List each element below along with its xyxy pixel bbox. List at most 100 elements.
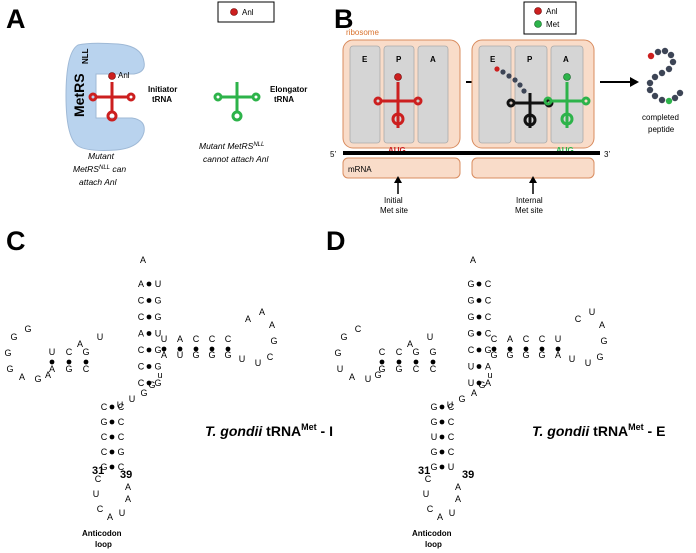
c-junction-2: U <box>97 332 104 342</box>
d-tstem-bot-0: G <box>490 350 497 360</box>
p-site-trna <box>506 93 554 128</box>
c-dstem-top-0: U <box>49 347 56 357</box>
c-acceptor-pair-4 <box>146 347 152 353</box>
legend-b-met: Met <box>546 20 560 29</box>
d-aloop-6: A <box>455 482 461 492</box>
panel-a-legend: Anl <box>217 1 275 23</box>
c-tstem-top-0: U <box>161 334 168 344</box>
internal-site-line1: Internal <box>516 196 543 205</box>
d-acceptor-pair-5 <box>476 364 482 369</box>
d-dloop-1: G <box>340 332 347 342</box>
c-astem-5-3: C <box>101 447 108 457</box>
c-acceptor-pair-3 <box>146 331 152 336</box>
c-acceptor-5-3: A <box>138 329 144 339</box>
completed-peptide-chain <box>646 47 684 105</box>
initiator-label-line1: Initiator <box>148 85 177 94</box>
d-dloop-2: G <box>334 348 341 358</box>
d-acceptor-3-2: C <box>485 312 492 322</box>
c-tloop-0: A <box>245 314 251 324</box>
c-astem-pair-3 <box>109 449 115 455</box>
num-31-d: 31 <box>418 465 430 477</box>
caption-right-line2: cannot attach Anl <box>203 154 269 164</box>
c-dstem-bot-1: G <box>65 364 72 374</box>
d-variable-0: u <box>487 370 492 380</box>
c-dstem-top-2: G <box>82 347 89 357</box>
c-tstem-pair-0 <box>161 346 167 352</box>
c-acceptor-5-6: C <box>138 378 145 388</box>
p-site-initiator-trna <box>373 82 423 128</box>
c-tstem-bot-4: G <box>224 350 231 360</box>
c-acceptor-pair-2 <box>146 314 152 320</box>
d-astem-5-4: G <box>430 462 437 472</box>
d-acceptor-5-5: U <box>468 362 475 372</box>
d-acceptor-pair-0 <box>476 281 482 287</box>
p-site-anl-dot <box>394 73 402 81</box>
d-acceptor-5-3: G <box>467 329 474 339</box>
title-c: T. gondii tRNAMet - I <box>205 422 333 439</box>
d-aloop-0: C <box>425 474 432 484</box>
title-c-species: T. gondii <box>205 423 263 439</box>
num-39-d: 39 <box>462 469 474 481</box>
caption-right-enzyme: Mutant MetRS <box>199 141 254 151</box>
mrna-label: mRNA <box>348 165 372 174</box>
d-tloop-0: C <box>575 314 582 324</box>
c-aloop-4: U <box>119 508 126 518</box>
anticodon-d-line1: Anticodon <box>412 529 452 538</box>
d-dloop-5: U <box>365 374 372 384</box>
caption-left-enzyme: MetRS <box>73 164 99 174</box>
c-tstem-top-2: C <box>193 334 200 344</box>
codon-internal: AUG <box>556 146 574 155</box>
c-tstem-pair-2 <box>193 346 199 352</box>
c-dstem-bot-2: C <box>83 364 90 374</box>
initial-site-line1: Initial <box>384 196 403 205</box>
d-tloop-5: U <box>585 358 592 368</box>
c-tloop-4: C <box>267 352 274 362</box>
d-dstem-bot-0: G <box>378 364 385 374</box>
c-tloop-6: U <box>239 354 246 364</box>
num-39-c: 39 <box>120 469 132 481</box>
c-astem-3-2: C <box>118 432 125 442</box>
d-acceptor-pair-4 <box>476 347 482 353</box>
site-a-1: A <box>430 55 436 64</box>
c-acceptor-5-4: C <box>138 345 145 355</box>
d-astem-3-1: C <box>448 417 455 427</box>
c-dloop-1: G <box>10 332 17 342</box>
d-aloop-2: C <box>427 504 434 514</box>
num-31-c: 31 <box>92 465 104 477</box>
c-astem-3-4: C <box>118 462 125 472</box>
c-acceptor-pair-1 <box>146 298 152 303</box>
internal-site-arrowhead <box>529 176 537 183</box>
c-aloop-0: C <box>95 474 102 484</box>
c-tstem-top-3: C <box>209 334 216 344</box>
c-acceptor-3-1: G <box>154 296 161 306</box>
title-c-sup: Met <box>301 422 317 432</box>
c-variable-4: U <box>117 400 124 410</box>
d-dstem-top-0: C <box>379 347 386 357</box>
c-variable-2: G <box>140 388 147 398</box>
d-acceptor-5-0: G <box>467 279 474 289</box>
elongator-label-line1: Elongator <box>270 85 307 94</box>
d-dloop-0: C <box>355 324 362 334</box>
c-dstem-bot-0: A <box>49 364 55 374</box>
c-dstem-top-1: C <box>66 347 73 357</box>
d-astem-3-3: C <box>448 447 455 457</box>
d-tloop-1: U <box>589 307 596 317</box>
d-astem-5-3: G <box>430 447 437 457</box>
c-acceptor-3-4: G <box>154 345 161 355</box>
c-acceptor-pair-0 <box>146 281 152 287</box>
c-tstem-pair-4 <box>225 346 231 352</box>
d-acceptor-5-1: G <box>467 296 474 306</box>
title-d-trna: tRNA <box>589 423 628 439</box>
legend-met-dot <box>534 20 542 28</box>
d-tstem-pair-0 <box>491 346 497 352</box>
c-acceptor-5-1: C <box>138 296 145 306</box>
panel-b-letter: B <box>334 4 354 34</box>
c-tstem-bot-0: A <box>161 350 167 360</box>
c-acceptor-3-3: U <box>155 329 162 339</box>
c-tloop-2: A <box>269 320 275 330</box>
title-d-suffix: - E <box>644 423 666 439</box>
c-dstem-pair-1 <box>66 359 72 365</box>
d-acceptor-pair-3 <box>476 331 482 336</box>
